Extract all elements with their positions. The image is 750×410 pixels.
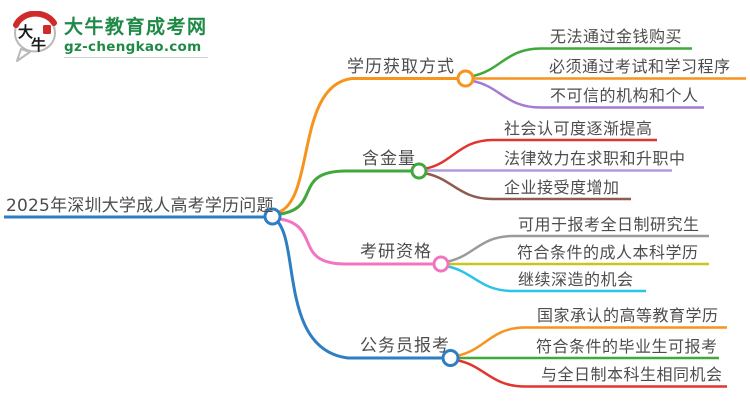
subtopic-line-4-1	[457, 326, 727, 357]
subtopic-2-2: 法律效力在求职和升职中	[504, 149, 686, 168]
logo-char-bottom: 牛	[31, 36, 46, 54]
daniu-bubble-icon: 大 牛	[13, 11, 57, 62]
branch-topic-postgrad-eligibility: 考研资格	[360, 242, 432, 262]
branch-node-3	[432, 255, 450, 273]
branch-line-2	[279, 169, 412, 216]
site-url: gz-chengkao.com	[64, 39, 208, 58]
branch-line-3	[279, 217, 434, 266]
branch-node-4	[441, 349, 460, 367]
site-logo: 大 牛 大牛教育成考网 gz-chengkao.com	[12, 11, 208, 63]
subtopic-2-1: 社会认可度逐渐提高	[504, 119, 653, 138]
branch-topic-degree-acquisition: 学历获取方式	[347, 57, 455, 77]
branch-node-2	[410, 162, 428, 180]
branch-node-1	[456, 69, 475, 88]
subtopic-1-3: 不可信的机构和个人	[550, 86, 699, 105]
branch-line-1	[278, 77, 458, 214]
subtopic-line-1-3	[472, 79, 704, 109]
site-name: 大牛教育成考网	[64, 16, 208, 38]
root-node	[263, 207, 282, 226]
subtopic-4-2: 符合条件的毕业生可报考	[536, 337, 718, 356]
subtopic-line-2-3	[425, 172, 631, 201]
subtopic-3-3: 继续深造的机会	[518, 270, 634, 289]
subtopic-4-1: 国家承认的高等教育学历	[537, 306, 719, 325]
subtopic-line-2-1	[425, 138, 657, 170]
subtopic-line-4-3	[457, 359, 727, 388]
branch-topic-civil-service: 公务员报考	[360, 336, 450, 356]
subtopic-3-1: 可用于报考全日制研究生	[518, 215, 700, 234]
subtopic-line-3-1	[447, 234, 709, 263]
subtopic-1-2: 必须通过考试和学习程序	[549, 57, 731, 76]
subtopic-4-3: 与全日制本科生相同机会	[541, 365, 723, 384]
branch-topic-credential-value: 含金量	[362, 149, 416, 169]
subtopic-2-3: 企业接受度增加	[504, 178, 620, 197]
branch-line-4	[276, 221, 443, 360]
subtopic-line-1-1	[472, 47, 692, 78]
root-topic: 2025年深圳大学成人高考学历问题	[6, 196, 274, 216]
subtopic-3-2: 符合条件的成人本科学历	[517, 243, 699, 262]
subtopic-line-3-3	[447, 265, 646, 293]
logo-char-top: 大	[18, 23, 33, 41]
subtopic-1-1: 无法通过金钱购买	[550, 27, 683, 46]
